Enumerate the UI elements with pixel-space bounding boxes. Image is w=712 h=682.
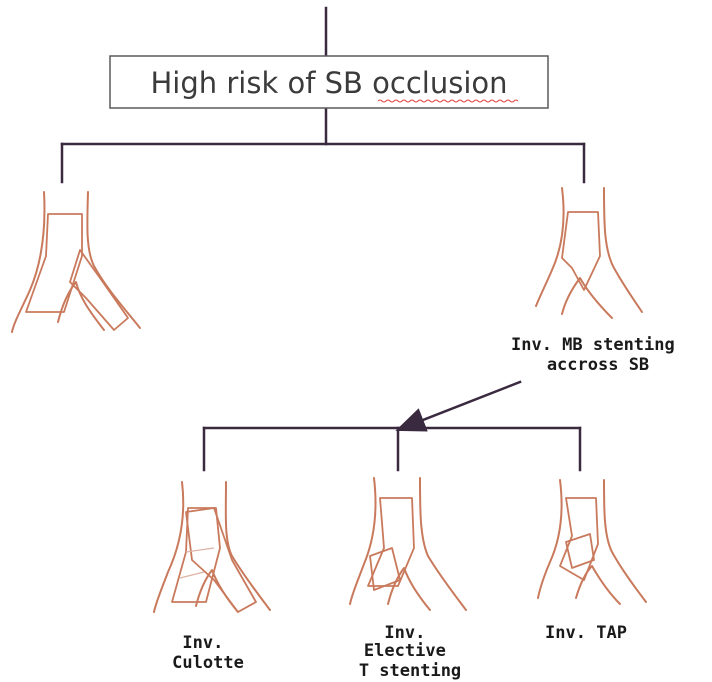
tree-connectors	[60, 6, 586, 472]
t-stenting-illustration: Inv. Elective T stenting	[349, 477, 467, 681]
tap-sb-stent	[565, 533, 595, 569]
right-branch-label: Inv. MB stenting accross SB	[511, 335, 685, 375]
left-bifurcation-illustration	[11, 191, 141, 333]
culotte-illustration: Inv. Culotte	[153, 481, 271, 673]
root-title: High risk of SB occlusion	[150, 66, 507, 100]
tap-label: Inv. TAP	[545, 623, 627, 643]
left-mb-stent	[25, 213, 83, 313]
culotte-label: Inv. Culotte	[172, 633, 244, 673]
root-node: High risk of SB occlusion	[109, 55, 549, 109]
t-mb-stent	[367, 497, 415, 587]
t-stenting-label: Inv. Elective T stenting	[359, 623, 461, 681]
tap-illustration: Inv. TAP	[537, 479, 647, 643]
culotte-sb-stent	[185, 507, 257, 613]
left-sb-stent	[69, 249, 129, 331]
spellcheck-underline	[377, 99, 519, 103]
right-bifurcation-illustration: Inv. MB stenting accross SB	[511, 187, 685, 375]
arrow-to-level2	[395, 380, 522, 432]
root-box	[109, 55, 549, 109]
right-mb-stent	[561, 211, 601, 291]
t-sb-stent	[369, 547, 401, 591]
culotte-mb-stent	[171, 507, 221, 603]
tap-mb-stent	[559, 497, 599, 581]
